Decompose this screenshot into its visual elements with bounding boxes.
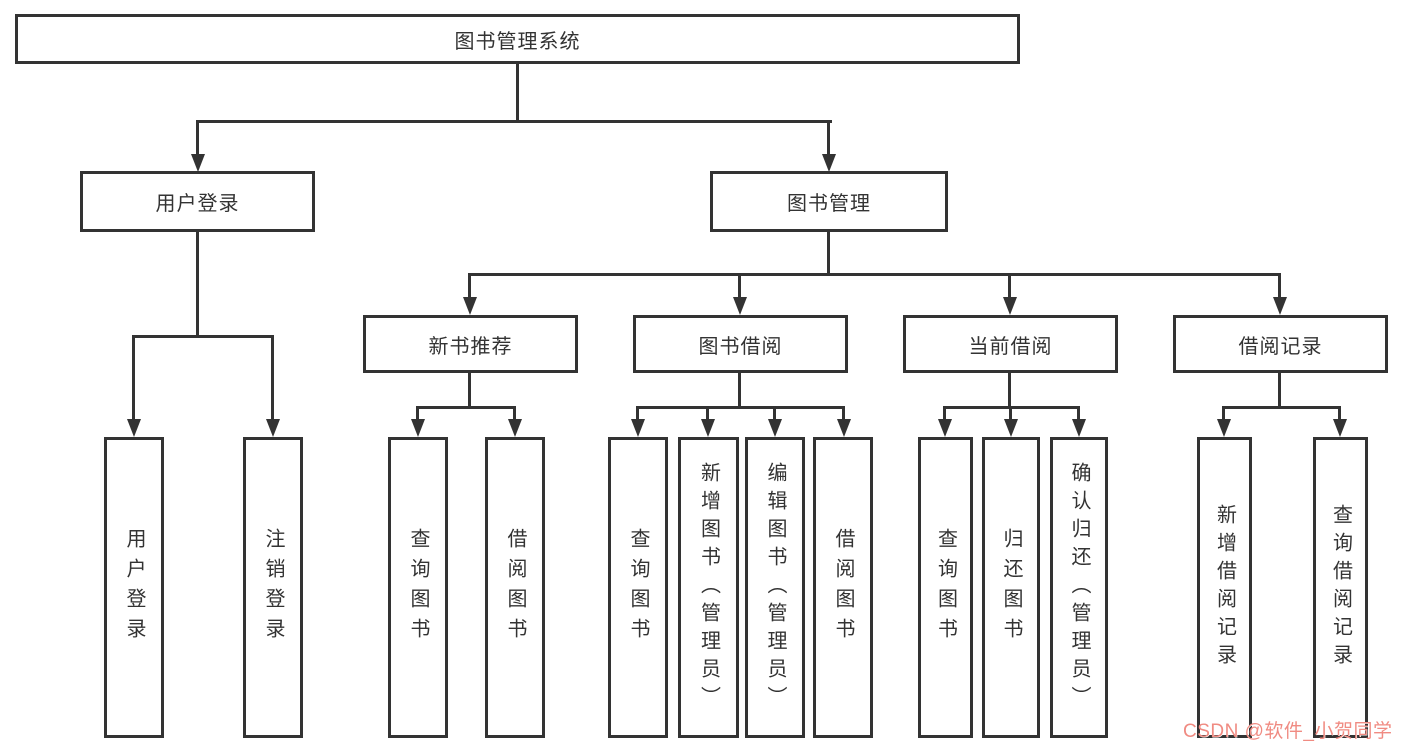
arrow-down-icon [938, 419, 952, 437]
leaf-label: 借阅图书 [504, 527, 526, 648]
connector-line [636, 406, 639, 422]
leaf-return-books: 归还图书 [982, 437, 1040, 738]
node-user-login: 用户登录 [80, 171, 315, 232]
connector-line [636, 406, 845, 409]
leaf-user-login: 用户登录 [104, 437, 164, 738]
node-root-label: 图书管理系统 [454, 30, 581, 53]
arrow-down-icon [266, 419, 280, 437]
connector-line [1222, 406, 1341, 409]
leaf-user-login-label: 用户登录 [123, 527, 145, 648]
arrow-down-icon [822, 154, 836, 172]
connector-line [513, 406, 516, 422]
connector-line [516, 62, 519, 122]
leaf-label: 查询图书 [934, 527, 957, 648]
leaf-label: 借阅图书 [832, 527, 854, 648]
node-book-borrow: 图书借阅 [633, 315, 848, 373]
connector-line [943, 406, 946, 422]
node-borrow-records-label: 借阅记录 [1238, 335, 1323, 358]
node-new-book-recommend: 新书推荐 [363, 315, 578, 373]
csdn-watermark: CSDN @软件_小贺同学 [1183, 721, 1393, 742]
leaf-label: 查询图书 [627, 527, 649, 648]
node-book-management: 图书管理 [710, 171, 948, 232]
leaf-label: 查询图书 [407, 527, 429, 648]
connector-line [1278, 373, 1281, 409]
arrow-down-icon [701, 419, 715, 437]
arrow-down-icon [508, 419, 522, 437]
node-root: 图书管理系统 [15, 14, 1020, 64]
leaf-label: 新增借阅记录 [1213, 503, 1236, 672]
arrow-down-icon [1333, 419, 1347, 437]
connector-line [773, 406, 776, 422]
leaf-label: 新增图书（管理员） [697, 461, 720, 714]
arrow-down-icon [1217, 419, 1231, 437]
leaf-label: 确认归还（管理员） [1068, 461, 1090, 714]
leaf-borrow-books: 借阅图书 [813, 437, 873, 738]
connector-line [468, 273, 471, 301]
connector-line [738, 373, 741, 409]
arrow-down-icon [411, 419, 425, 437]
arrow-down-icon [837, 419, 851, 437]
node-book-borrow-label: 图书借阅 [698, 335, 783, 358]
leaf-logout-label: 注销登录 [262, 527, 284, 648]
connector-line [738, 273, 741, 301]
connector-line [416, 406, 516, 409]
connector-line [1009, 406, 1012, 422]
connector-line [1222, 406, 1225, 422]
arrow-down-icon [1072, 419, 1086, 437]
arrow-down-icon [631, 419, 645, 437]
arrow-down-icon [127, 419, 141, 437]
leaf-confirm-return-admin: 确认归还（管理员） [1050, 437, 1108, 738]
arrow-down-icon [1004, 419, 1018, 437]
node-current-borrow-label: 当前借阅 [968, 335, 1053, 358]
leaf-label: 编辑图书（管理员） [764, 461, 786, 714]
connector-line [132, 335, 274, 338]
leaf-label: 归还图书 [1000, 527, 1022, 648]
arrow-down-icon [768, 419, 782, 437]
leaf-add-borrow-record: 新增借阅记录 [1197, 437, 1252, 738]
leaf-borrow-books-recommend: 借阅图书 [485, 437, 545, 738]
leaf-add-books-admin: 新增图书（管理员） [678, 437, 739, 738]
arrow-down-icon [191, 154, 205, 172]
connector-line [196, 120, 832, 123]
connector-line [132, 335, 135, 423]
connector-line [416, 406, 419, 422]
connector-line [827, 120, 830, 158]
connector-line [1008, 373, 1011, 409]
leaf-logout: 注销登录 [243, 437, 303, 738]
leaf-query-books-current: 查询图书 [918, 437, 973, 738]
connector-line [468, 373, 471, 409]
connector-line [842, 406, 845, 422]
leaf-query-books-borrow: 查询图书 [608, 437, 668, 738]
leaf-label: 查询借阅记录 [1329, 503, 1352, 672]
connector-line [196, 232, 199, 337]
node-new-book-recommend-label: 新书推荐 [428, 335, 513, 358]
node-current-borrow: 当前借阅 [903, 315, 1118, 373]
connector-line [468, 273, 1281, 276]
arrow-down-icon [1003, 297, 1017, 315]
connector-line [1278, 273, 1281, 301]
connector-line [271, 335, 274, 423]
leaf-edit-books-admin: 编辑图书（管理员） [745, 437, 805, 738]
connector-line [1338, 406, 1341, 422]
leaf-query-books-recommend: 查询图书 [388, 437, 448, 738]
connector-line [196, 120, 199, 158]
leaf-query-borrow-record: 查询借阅记录 [1313, 437, 1368, 738]
connector-line [827, 232, 830, 276]
arrow-down-icon [463, 297, 477, 315]
connector-line [706, 406, 709, 422]
node-user-login-label: 用户登录 [155, 193, 240, 215]
arrow-down-icon [1273, 297, 1287, 315]
connector-line [1077, 406, 1080, 422]
node-book-management-label: 图书管理 [787, 193, 871, 215]
arrow-down-icon [733, 297, 747, 315]
connector-line [1008, 273, 1011, 301]
node-borrow-records: 借阅记录 [1173, 315, 1388, 373]
